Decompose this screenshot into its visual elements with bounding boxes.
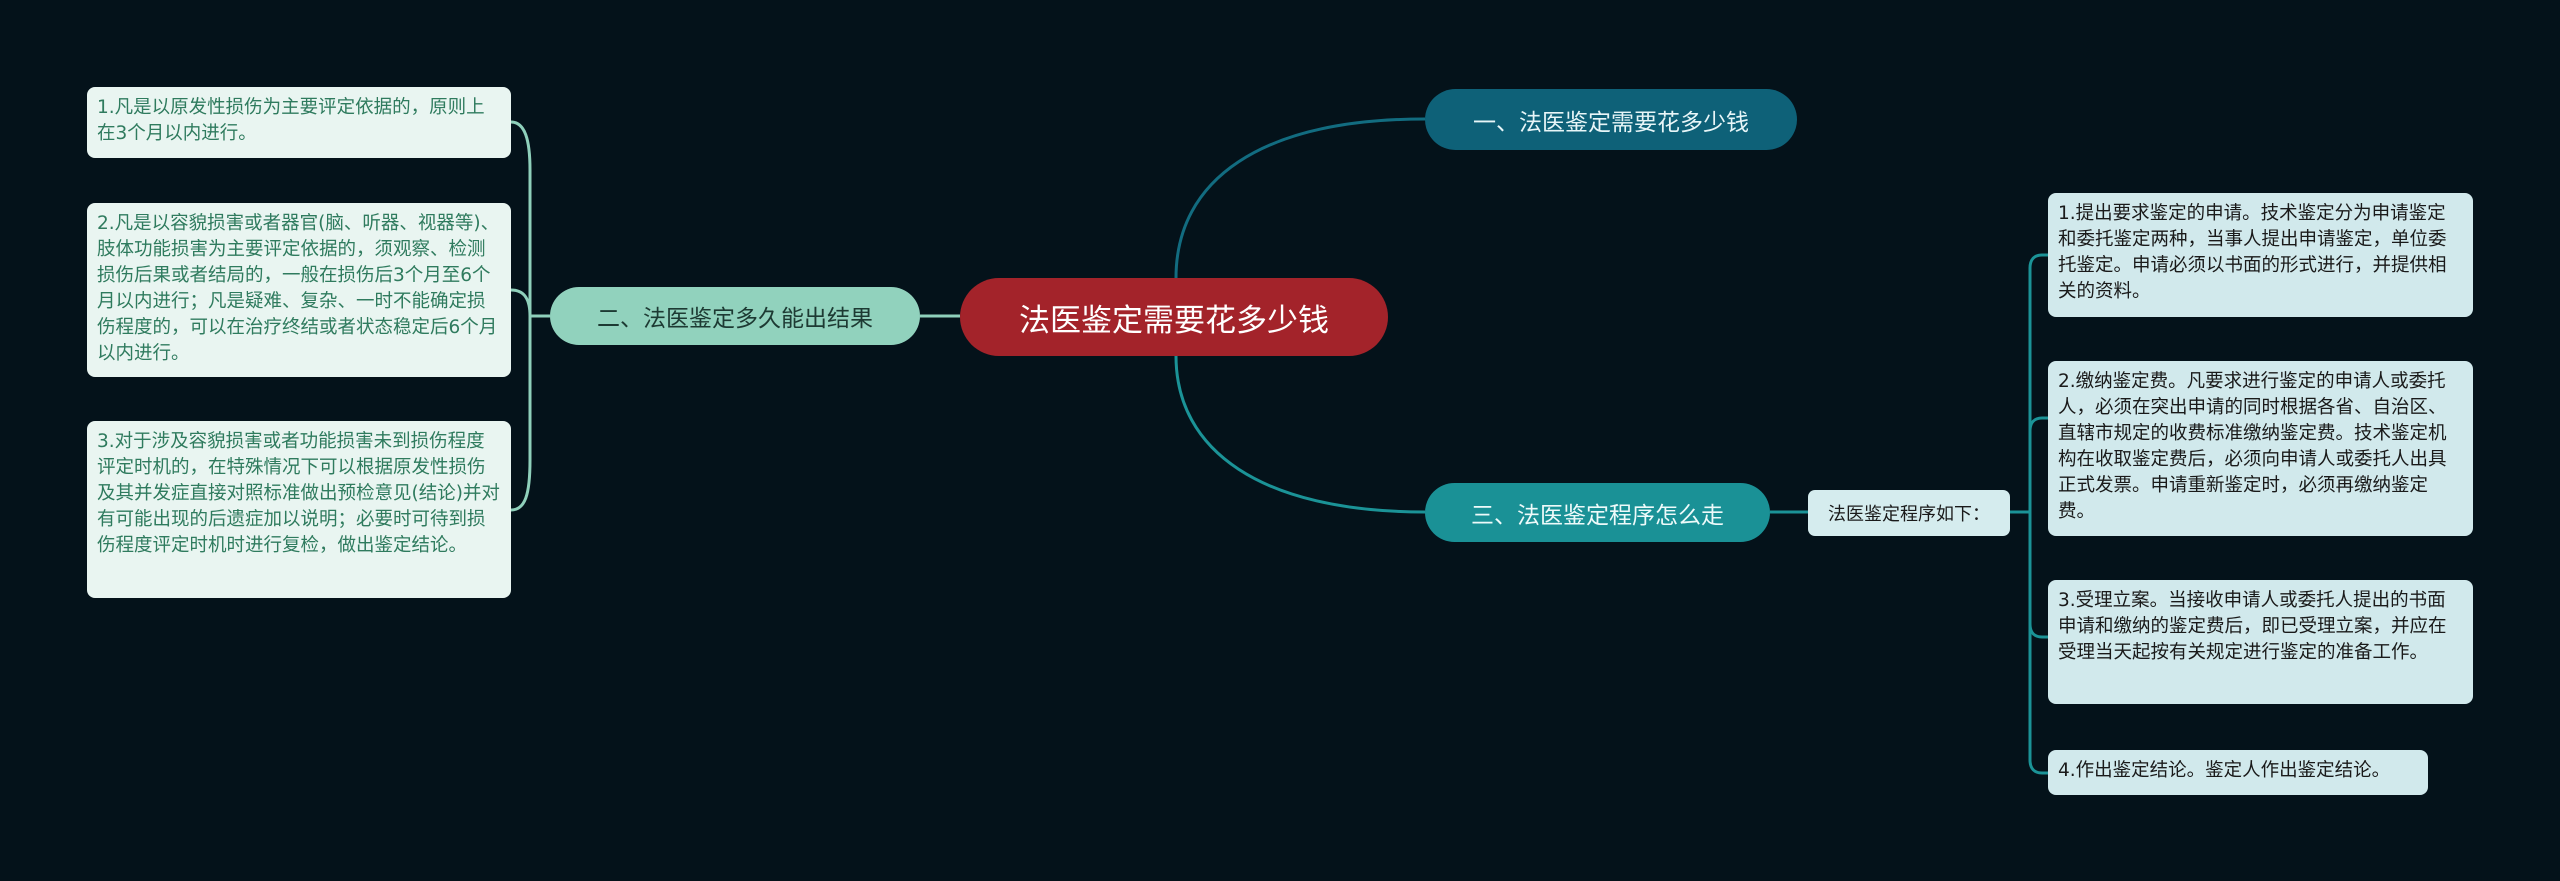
duration-leaf-1[interactable]: 1.凡是以原发性损伤为主要评定依据的，原则上在3个月以内进行。: [87, 87, 511, 158]
duration-leaf-2[interactable]: 2.凡是以容貌损害或者器官(脑、听器、视器等)、肢体功能损害为主要评定依据的，须…: [87, 203, 511, 377]
root-topic[interactable]: 法医鉴定需要花多少钱: [960, 278, 1388, 356]
procedure-leaf-1[interactable]: 1.提出要求鉴定的申请。技术鉴定分为申请鉴定和委托鉴定两种，当事人提出申请鉴定，…: [2048, 193, 2473, 317]
procedure-subtopic[interactable]: 法医鉴定程序如下：: [1808, 490, 2010, 536]
duration-leaf-3[interactable]: 3.对于涉及容貌损害或者功能损害未到损伤程度评定时机的，在特殊情况下可以根据原发…: [87, 421, 511, 598]
leaf-text: 3.对于涉及容貌损害或者功能损害未到损伤程度评定时机的，在特殊情况下可以根据原发…: [97, 431, 500, 556]
procedure-leaf-3[interactable]: 3.受理立案。当接收申请人或委托人提出的书面申请和缴纳的鉴定费后，即已受理立案，…: [2048, 580, 2473, 704]
leaf-text: 1.提出要求鉴定的申请。技术鉴定分为申请鉴定和委托鉴定两种，当事人提出申请鉴定，…: [2058, 203, 2447, 302]
branch-cost-label: 一、法医鉴定需要花多少钱: [1473, 109, 1749, 136]
leaf-text: 2.凡是以容貌损害或者器官(脑、听器、视器等)、肢体功能损害为主要评定依据的，须…: [97, 213, 500, 364]
branch-procedure-label: 三、法医鉴定程序怎么走: [1471, 502, 1724, 529]
leaf-text: 1.凡是以原发性损伤为主要评定依据的，原则上在3个月以内进行。: [97, 97, 485, 144]
branch-duration[interactable]: 二、法医鉴定多久能出结果: [550, 287, 920, 345]
branch-cost[interactable]: 一、法医鉴定需要花多少钱: [1425, 89, 1797, 150]
procedure-leaf-4[interactable]: 4.作出鉴定结论。鉴定人作出鉴定结论。: [2048, 750, 2428, 795]
root-topic-label: 法医鉴定需要花多少钱: [1019, 302, 1329, 339]
procedure-subtopic-label: 法医鉴定程序如下：: [1828, 504, 1990, 525]
branch-procedure[interactable]: 三、法医鉴定程序怎么走: [1425, 483, 1770, 542]
leaf-text: 4.作出鉴定结论。鉴定人作出鉴定结论。: [2058, 760, 2391, 781]
leaf-text: 3.受理立案。当接收申请人或委托人提出的书面申请和缴纳的鉴定费后，即已受理立案，…: [2058, 590, 2447, 663]
branch-duration-label: 二、法医鉴定多久能出结果: [597, 306, 873, 332]
procedure-leaf-2[interactable]: 2.缴纳鉴定费。凡要求进行鉴定的申请人或委托人，必须在突出申请的同时根据各省、自…: [2048, 361, 2473, 536]
leaf-text: 2.缴纳鉴定费。凡要求进行鉴定的申请人或委托人，必须在突出申请的同时根据各省、自…: [2058, 371, 2447, 522]
